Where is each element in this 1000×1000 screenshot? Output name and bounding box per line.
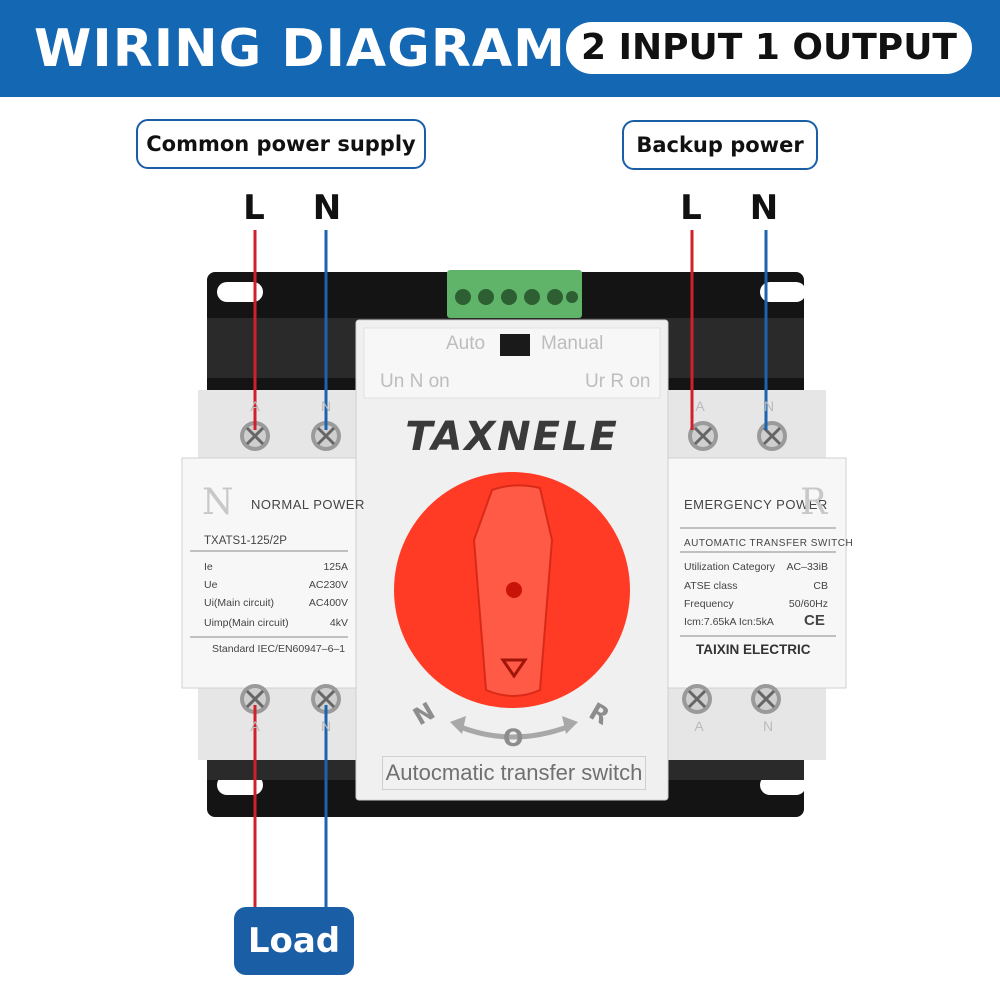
manual-mode-label: Manual xyxy=(541,333,604,354)
mode-selector-switch xyxy=(500,334,530,356)
common-live-letter: L xyxy=(243,188,265,228)
spec-value: AC230V xyxy=(308,579,348,591)
spec-value: 50/60Hz xyxy=(788,598,828,610)
spec-value: 4kV xyxy=(329,617,348,629)
model-number: TXATS1-125/2P xyxy=(204,535,287,547)
spec-key: Frequency xyxy=(684,598,734,610)
terminal-label-a: A xyxy=(694,718,704,734)
spec-key: Ue xyxy=(204,579,218,591)
spec-value: CB xyxy=(813,580,828,592)
spec-key: Ui(Main circuit) xyxy=(204,597,275,609)
manufacturer-name: TAIXIN ELECTRIC xyxy=(696,642,811,657)
device-footer-label: Autocmatic transfer switch xyxy=(382,756,646,790)
ce-mark: CE xyxy=(804,612,825,629)
terminal-label-n: N xyxy=(762,718,774,734)
terminal-label-a: A xyxy=(695,398,705,414)
brand-logo-text: TAXNELE xyxy=(405,414,619,460)
reserve-on-indicator-label: Ur R on xyxy=(585,371,651,392)
spec-key: Ie xyxy=(204,561,213,573)
auto-mode-label: Auto xyxy=(446,333,486,354)
spec-key: Utilization Category xyxy=(684,561,776,573)
terminal-label-n: N xyxy=(763,398,775,414)
normal-power-title: NORMAL POWER xyxy=(251,497,365,512)
load-label: Load xyxy=(234,907,354,975)
diagram-title: WIRING DIAGRAM xyxy=(34,19,566,79)
normal-power-letter: N xyxy=(202,482,234,523)
emergency-power-title: EMERGENCY POWER xyxy=(684,497,828,512)
left-label-panel xyxy=(181,457,359,689)
spec-value: AC–33iB xyxy=(786,561,828,573)
spec-key: ATSE class xyxy=(684,580,738,592)
terminal-label-a: A xyxy=(250,398,260,414)
backup-neutral-letter: N xyxy=(749,188,779,228)
dial-o-position: O xyxy=(503,724,524,752)
ats-subtitle: AUTOMATIC TRANSFER SWITCH xyxy=(684,538,854,549)
terminal-label-n: N xyxy=(320,398,332,414)
spec-value: 125A xyxy=(323,561,348,573)
right-label-panel xyxy=(665,457,847,689)
terminal-label-n: N xyxy=(320,718,332,734)
terminal-label-a: A xyxy=(250,718,260,734)
spec-value: AC400V xyxy=(308,597,348,609)
common-neutral-letter: N xyxy=(312,188,342,228)
diagram-subtitle: 2 INPUT 1 OUTPUT xyxy=(566,22,972,74)
common-power-supply-label: Common power supply xyxy=(136,119,426,169)
standard-text: Standard IEC/EN60947–6–1 xyxy=(212,643,346,655)
backup-power-label: Backup power xyxy=(622,120,818,170)
normal-on-indicator-label: Un N on xyxy=(380,371,450,392)
current-rating: Icm:7.65kA Icn:5kA xyxy=(684,616,774,628)
backup-live-letter: L xyxy=(680,188,702,228)
spec-key: Uimp(Main circuit) xyxy=(204,617,289,629)
reserve-power-letter: R xyxy=(800,482,828,523)
